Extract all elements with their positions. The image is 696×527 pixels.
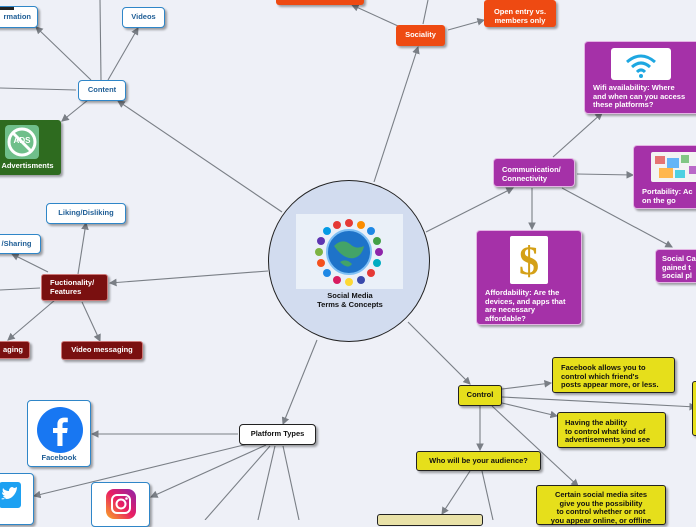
node-functionality[interactable]: Fuctionality/ Features <box>41 274 108 301</box>
node-control-label: Control <box>466 390 494 400</box>
node-social-capital-label-3: social pl <box>662 271 693 280</box>
node-right-edge[interactable] <box>692 381 696 436</box>
node-certain-sites-label-3: to control whether or not <box>556 507 646 516</box>
node-ads-control[interactable]: Having the ability to control what kind … <box>557 412 666 448</box>
node-video-messaging[interactable]: Video messaging <box>61 341 143 360</box>
node-audience[interactable]: Who will be your audience? <box>416 451 541 471</box>
node-affordability-label-1: Affordability: Are the <box>485 288 560 297</box>
node-top-orange[interactable] <box>276 0 364 5</box>
instagram-icon <box>106 489 136 519</box>
information-bar <box>0 7 14 10</box>
node-platform-types[interactable]: Platform Types <box>239 424 316 445</box>
node-ads-control-label-2: to control what kind of <box>565 426 646 436</box>
node-communication[interactable]: Communication/ Connectivity <box>493 158 575 187</box>
node-communication-label-1: Communication/ <box>502 165 561 174</box>
node-affordability-label-2: devices, and apps that <box>485 296 566 306</box>
node-wifi-label-3: these platforms? <box>593 100 654 109</box>
svg-text:$: $ <box>519 238 539 283</box>
node-affordability-label-4: affordable? <box>485 313 526 323</box>
node-content-label: Content <box>87 85 117 95</box>
node-sociality[interactable]: Sociality <box>396 25 445 46</box>
node-wifi[interactable]: Wifi availability: Where and when can yo… <box>584 41 696 114</box>
node-certain-sites-label-4: you appear online, or offline <box>550 515 652 525</box>
node-facebook-control-label-1: Facebook allows you to <box>561 363 646 372</box>
portability-image <box>651 152 696 182</box>
node-portability-label-2: on the go <box>642 195 676 205</box>
central-topic[interactable]: Social Media Terms & Concepts <box>268 180 430 342</box>
node-portability[interactable]: Portability: Ac on the go <box>633 145 696 209</box>
node-video-messaging-label: Video messaging <box>71 345 133 355</box>
node-messaging[interactable]: aging <box>0 341 30 359</box>
node-messaging-label: aging <box>3 344 23 354</box>
node-instagram[interactable] <box>91 482 150 527</box>
ads-icon-label: ADS <box>13 136 31 145</box>
central-title: Social Media Terms & Concepts <box>317 291 383 309</box>
node-communication-label-2: Connectivity <box>502 173 548 183</box>
node-platform-types-label: Platform Types <box>250 429 305 439</box>
node-functionality-label-1: Fuctionality/ <box>50 278 95 287</box>
node-certain-sites-label-2: give you the possibility <box>559 498 643 508</box>
node-wifi-label-1: Wifi availability: Where <box>593 83 675 92</box>
node-ads-control-label-1: Having the ability <box>565 418 628 427</box>
node-social-capital[interactable]: Social Ca gained t social pl <box>655 249 696 283</box>
node-portability-label-1: Portability: Ac <box>642 187 693 196</box>
twitter-icon <box>0 482 21 508</box>
facebook-icon <box>36 406 84 454</box>
node-twitter[interactable] <box>0 473 34 525</box>
node-advertisements-label: Advertisments <box>1 160 54 170</box>
node-facebook[interactable]: Facebook <box>27 400 91 467</box>
node-facebook-control-label-2: control which friend's <box>561 371 639 381</box>
node-information[interactable]: rmation <box>0 6 38 28</box>
node-liking[interactable]: Liking/Disliking <box>46 203 126 224</box>
node-audience-label: Who will be your audience? <box>429 455 528 465</box>
node-open-entry-label-1: Open entry vs. <box>493 7 547 16</box>
node-affordability-label-3: are necessary <box>485 305 536 314</box>
node-control[interactable]: Control <box>458 385 502 406</box>
node-information-label: rmation <box>3 11 31 21</box>
node-sociality-label: Sociality <box>405 30 436 40</box>
node-facebook-control-label-3: posts appear more, or less. <box>561 380 659 389</box>
node-affordability[interactable]: $ Affordability: Are the devices, and ap… <box>476 230 582 325</box>
node-ads-control-label-3: advertisements you see <box>565 435 651 444</box>
node-certain-sites-label-1: Certain social media sites <box>554 490 648 499</box>
node-wifi-label-2: and when can you access <box>593 91 686 101</box>
node-sharing[interactable]: /Sharing <box>0 234 41 254</box>
node-liking-label: Liking/Disliking <box>58 208 114 218</box>
node-facebook-label: Facebook <box>41 453 77 462</box>
node-content[interactable]: Content <box>78 80 126 101</box>
node-advertisements[interactable]: ADS Advertisments <box>0 120 61 175</box>
node-social-capital-label-2: gained t <box>662 262 691 272</box>
node-facebook-control[interactable]: Facebook allows you to control which fri… <box>552 357 675 393</box>
node-certain-sites[interactable]: Certain social media sites give you the … <box>536 485 666 525</box>
node-functionality-label-2: Features <box>50 286 82 296</box>
node-videos[interactable]: Videos <box>122 7 165 28</box>
node-bottom-partial[interactable] <box>377 514 483 526</box>
wifi-icon <box>611 48 671 80</box>
node-sharing-label: /Sharing <box>1 238 32 248</box>
node-open-entry-label-2: members only <box>494 15 546 25</box>
node-social-capital-label-1: Social Ca <box>662 254 696 263</box>
node-videos-label: Videos <box>131 12 156 22</box>
ads-icon: ADS <box>5 125 39 159</box>
node-open-entry[interactable]: Open entry vs. members only <box>484 0 556 27</box>
social-media-globe-image <box>296 214 403 289</box>
dollar-icon: $ <box>510 236 548 284</box>
